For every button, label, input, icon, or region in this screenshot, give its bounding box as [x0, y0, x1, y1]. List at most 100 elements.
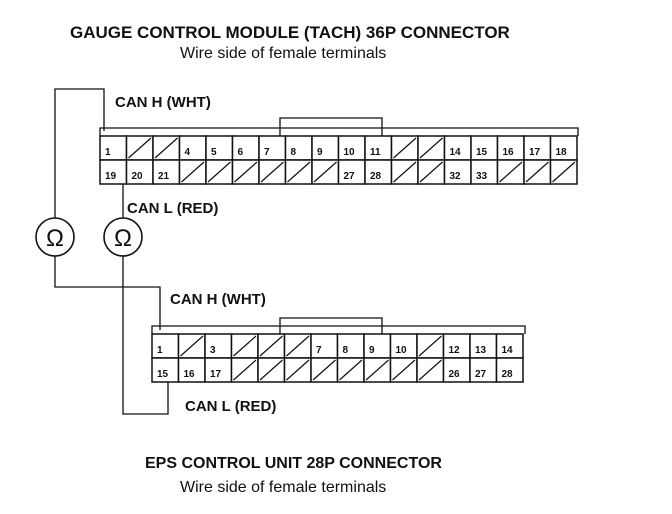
- ohmmeter-right-circle: [103, 217, 143, 257]
- top-terminal-cell: [99, 135, 128, 161]
- top-connector-lock-tab: [279, 117, 383, 136]
- top-terminal-label: 6: [238, 147, 244, 158]
- bottom-empty-terminal-slash: [259, 335, 283, 357]
- top-empty-terminal-slash: [393, 137, 417, 159]
- bottom-terminal-label: 8: [343, 345, 349, 356]
- top-empty-terminal-slash: [207, 161, 231, 183]
- top-empty-terminal-slash: [499, 161, 523, 183]
- bottom-empty-terminal-slash: [312, 359, 336, 381]
- top-terminal-label: 7: [264, 147, 270, 158]
- top-terminal-label: 32: [450, 171, 462, 182]
- bottom-terminal-label: 7: [316, 345, 322, 356]
- top-terminal-label: 4: [185, 147, 191, 158]
- top-terminal-label: 19: [105, 171, 117, 182]
- can-l-top-label: CAN L (RED): [127, 200, 218, 217]
- top-terminal-label: 33: [476, 171, 488, 182]
- top-empty-terminal-slash: [287, 161, 311, 183]
- top-terminal-label: 9: [317, 147, 323, 158]
- top-empty-terminal-slash: [419, 137, 443, 159]
- bottom-connector-title: EPS CONTROL UNIT 28P CONNECTOR: [145, 455, 442, 472]
- top-terminal-label: 17: [529, 147, 541, 158]
- bottom-empty-terminal-slash: [286, 335, 310, 357]
- bottom-terminal-label: 16: [184, 369, 196, 380]
- bottom-empty-terminal-slash: [339, 359, 363, 381]
- top-empty-terminal-slash: [234, 161, 258, 183]
- bottom-empty-terminal-slash: [180, 335, 204, 357]
- top-empty-terminal-slash: [552, 161, 576, 183]
- bottom-connector-body: [151, 325, 526, 334]
- bottom-empty-terminal-slash: [418, 335, 442, 357]
- top-terminal-cell: [443, 135, 472, 161]
- top-terminal-label: 8: [291, 147, 297, 158]
- top-terminal-label: 11: [370, 147, 381, 158]
- bottom-terminal-label: 10: [396, 345, 408, 356]
- top-terminal-cell: [178, 135, 207, 161]
- top-terminal-label: 10: [344, 147, 356, 158]
- top-terminal-cell: [152, 159, 181, 185]
- bottom-terminal-label: 1: [157, 345, 163, 356]
- ohmmeter-left: Ω: [35, 217, 75, 257]
- top-empty-terminal-slash: [154, 137, 178, 159]
- bottom-terminal-cell: [151, 333, 180, 359]
- bottom-terminal-cell: [495, 357, 524, 383]
- top-terminal-label: 1: [105, 147, 111, 158]
- top-terminal-label: 27: [344, 171, 356, 182]
- ohmmeter-right: Ω: [103, 217, 143, 257]
- bottom-terminal-label: 26: [449, 369, 461, 380]
- top-terminal-cell: [523, 135, 552, 161]
- bottom-terminal-label: 15: [157, 369, 169, 380]
- top-terminal-label: 16: [503, 147, 515, 158]
- ohmmeter-left-circle: [35, 217, 75, 257]
- top-terminal-label: 15: [476, 147, 488, 158]
- top-connector-subtitle: Wire side of female terminals: [180, 45, 386, 62]
- bottom-terminal-label: 14: [502, 345, 514, 356]
- bottom-connector-lock-tab: [279, 317, 383, 334]
- top-empty-terminal-slash: [313, 161, 337, 183]
- top-connector-body: [99, 127, 579, 136]
- can-h-top-wire: [54, 88, 105, 218]
- top-terminal-cell: [470, 159, 499, 185]
- top-empty-terminal-slash: [419, 161, 443, 183]
- top-terminal-cell: [284, 135, 313, 161]
- bottom-terminal-cell: [204, 333, 233, 359]
- bottom-terminal-cell: [310, 333, 339, 359]
- top-terminal-label: 21: [158, 171, 170, 182]
- bottom-empty-terminal-slash: [392, 359, 416, 381]
- top-connector-title: GAUGE CONTROL MODULE (TACH) 36P CONNECTO…: [70, 23, 510, 42]
- can-h-top-label: CAN H (WHT): [115, 94, 211, 111]
- top-empty-terminal-slash: [181, 161, 205, 183]
- bottom-terminal-cell: [336, 333, 365, 359]
- bottom-terminal-label: 27: [475, 369, 487, 380]
- top-terminal-cell: [364, 135, 393, 161]
- can-l-bottom-wire: [122, 256, 169, 415]
- top-terminal-label: 5: [211, 147, 217, 158]
- top-terminal-label: 14: [450, 147, 462, 158]
- top-terminal-cell: [205, 135, 234, 161]
- top-empty-terminal-slash: [393, 161, 417, 183]
- top-terminal-cell: [258, 135, 287, 161]
- top-empty-terminal-slash: [128, 137, 152, 159]
- top-terminal-cell: [496, 135, 525, 161]
- top-terminal-cell: [231, 135, 260, 161]
- bottom-terminal-cell: [442, 357, 471, 383]
- top-terminal-label: 28: [370, 171, 382, 182]
- ohm-icon: Ω: [114, 225, 132, 252]
- bottom-terminal-label: 13: [475, 345, 487, 356]
- bottom-empty-terminal-slash: [365, 359, 389, 381]
- bottom-terminal-label: 12: [449, 345, 461, 356]
- bottom-terminal-label: 9: [369, 345, 375, 356]
- bottom-empty-terminal-slash: [233, 335, 257, 357]
- top-terminal-label: 20: [132, 171, 144, 182]
- bottom-empty-terminal-slash: [259, 359, 283, 381]
- can-h-bottom-wire: [54, 256, 161, 330]
- top-empty-terminal-slash: [525, 161, 549, 183]
- top-terminal-cell: [311, 135, 340, 161]
- top-terminal-label: 18: [556, 147, 568, 158]
- top-terminal-cell: [443, 159, 472, 185]
